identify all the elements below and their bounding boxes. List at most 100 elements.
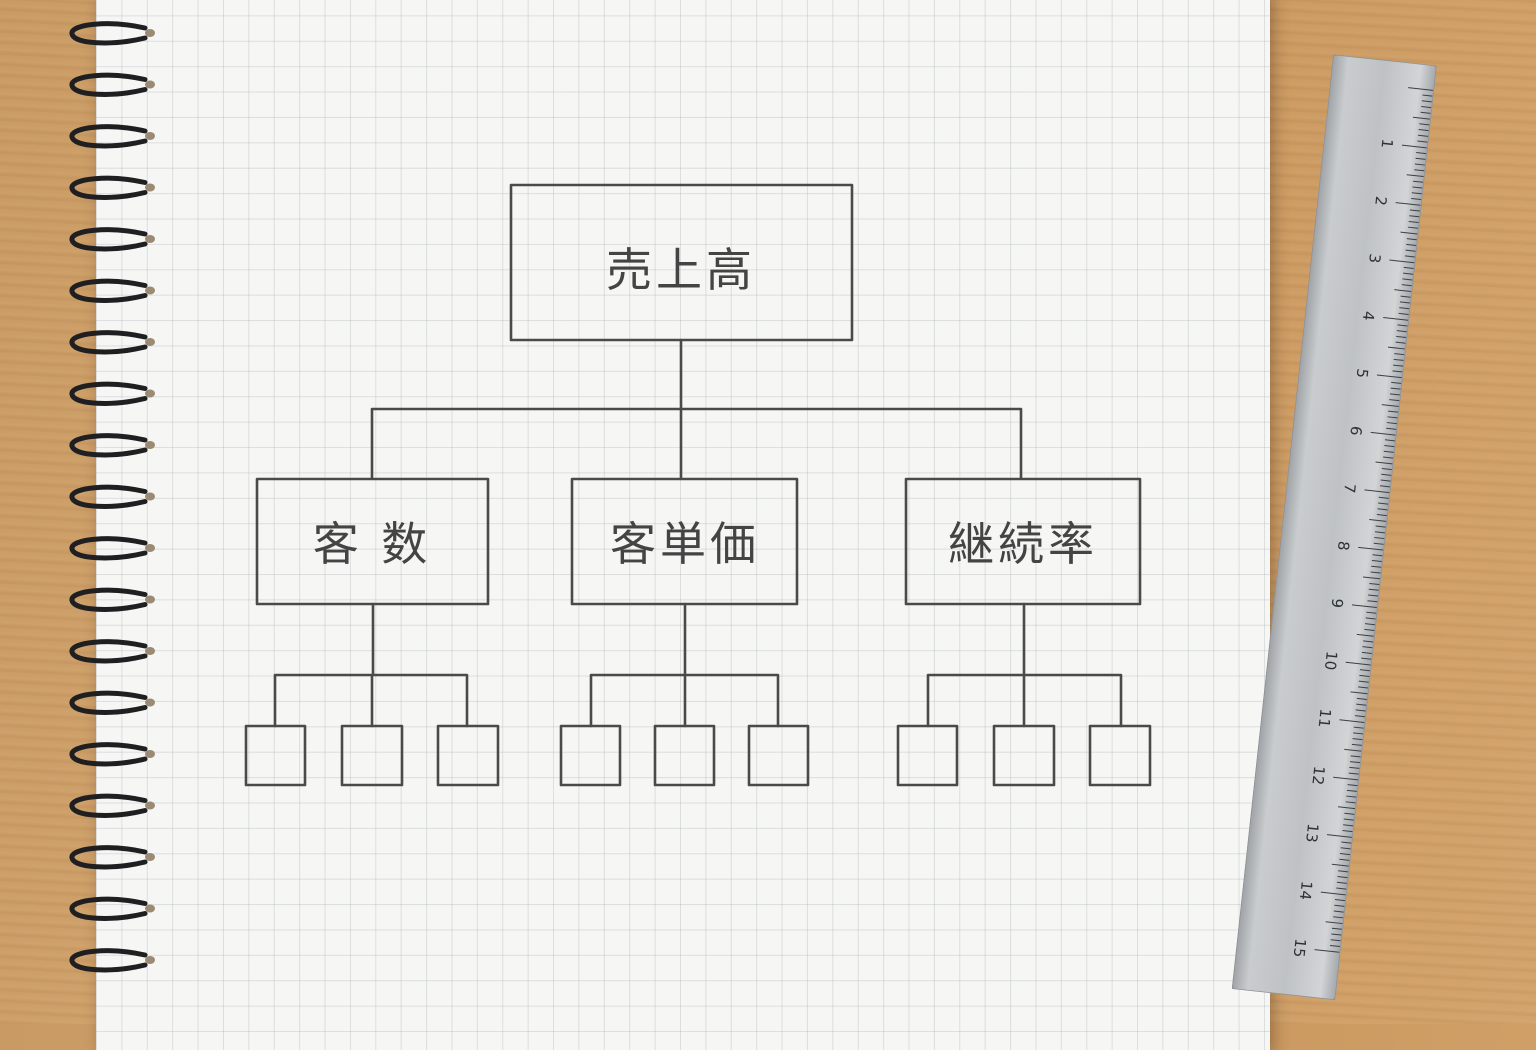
ruler-tick (1381, 473, 1392, 476)
ruler-number: 12 (1308, 765, 1328, 786)
ruler-tick (1376, 374, 1402, 379)
ruler-tick (1351, 743, 1362, 746)
ruler-tick (1397, 324, 1408, 327)
ruler-tick (1413, 180, 1424, 183)
ruler-tick (1422, 94, 1433, 97)
binding-hole (145, 956, 155, 964)
ruler-tick (1400, 231, 1418, 235)
ruler-tick (1409, 215, 1420, 218)
ruler-tick (1369, 582, 1380, 586)
ruler-tick (1387, 346, 1405, 350)
ruler-tick (1371, 565, 1382, 568)
spiral-coil (69, 690, 148, 715)
ruler-tick (1386, 427, 1397, 430)
binding-hole (145, 80, 155, 89)
ruler-tick (1374, 531, 1385, 534)
ruler-number: 1 (1378, 138, 1397, 149)
ruler-number: 2 (1371, 195, 1390, 206)
spiral-coil (69, 433, 148, 458)
leaf-node-box (896, 724, 959, 787)
binding-hole (145, 853, 155, 861)
ruler-tick (1333, 910, 1344, 913)
ruler-tick (1398, 312, 1409, 315)
binding-hole (145, 441, 155, 449)
ruler-tick (1378, 502, 1389, 505)
ruler-number: 8 (1334, 540, 1353, 551)
ruler-tick (1341, 841, 1352, 844)
spiral-coil (69, 72, 148, 97)
ruler-number: 9 (1328, 597, 1347, 608)
ruler-tick (1340, 847, 1351, 850)
spiral-coil (69, 845, 148, 870)
ruler-tick (1378, 496, 1389, 499)
ruler-tick (1359, 669, 1371, 672)
root-node-label: 売上高 (606, 243, 756, 297)
ruler-tick (1365, 617, 1376, 620)
ruler-tick (1334, 898, 1346, 902)
ruler-tick (1331, 863, 1349, 867)
ruler-tick (1412, 116, 1430, 120)
ruler-tick (1349, 766, 1360, 769)
ruler-tick (1355, 709, 1366, 712)
ruler-tick (1399, 307, 1410, 310)
ruler-tick (1370, 431, 1396, 436)
ruler-tick (1326, 834, 1352, 838)
leaf-node-box (747, 724, 810, 787)
ruler-tick (1421, 106, 1432, 109)
ruler-tick (1320, 891, 1346, 896)
ruler-tick (1333, 916, 1344, 919)
ruler-tick (1375, 461, 1393, 465)
binding-hole (145, 750, 155, 758)
ruler-tick (1401, 284, 1412, 287)
ruler-tick (1345, 661, 1371, 666)
ruler-tick (1411, 197, 1422, 201)
ruler-tick (1343, 824, 1354, 827)
ruler-tick (1396, 330, 1407, 333)
ruler-tick (1356, 633, 1374, 637)
ruler-tick (1368, 594, 1379, 597)
ruler-tick (1348, 772, 1359, 775)
spiral-coil (69, 587, 148, 612)
ruler-tick (1393, 364, 1404, 367)
spiral-coil (69, 639, 148, 664)
ruler-tick (1391, 381, 1402, 384)
ruler-tick (1383, 450, 1394, 453)
ruler-tick (1351, 604, 1377, 609)
spiral-coil (69, 948, 148, 973)
binding-hole (145, 132, 155, 140)
ruler-tick (1386, 422, 1397, 425)
ruler-tick (1344, 812, 1355, 815)
ruler-tick (1408, 220, 1419, 224)
ruler-tick (1350, 755, 1361, 758)
ruler-tick (1405, 249, 1416, 252)
ruler-tick (1358, 686, 1369, 689)
spiral-coil (69, 124, 148, 149)
ruler-tick (1379, 485, 1390, 488)
ruler-tick (1376, 514, 1387, 517)
ruler-tick (1336, 887, 1347, 890)
leaf-node-box (436, 724, 500, 787)
ruler-tick (1420, 111, 1431, 114)
ruler-tick (1350, 691, 1368, 695)
spiral-coil (69, 484, 148, 509)
spiral-coil (69, 175, 148, 200)
ruler-tick (1414, 169, 1425, 172)
ruler-tick (1336, 881, 1347, 884)
ruler-tick (1374, 536, 1385, 540)
spiral-coil (69, 330, 148, 355)
ruler-tick (1358, 546, 1384, 551)
ruler-tick (1416, 151, 1427, 155)
ruler-tick (1331, 933, 1342, 936)
ruler-tick (1399, 301, 1410, 304)
leaf-node-box (1088, 724, 1152, 787)
root-connector (370, 338, 1023, 480)
binding-hole (145, 286, 155, 295)
binding-hole (145, 389, 155, 398)
ruler-tick (1354, 715, 1366, 718)
unit-price-connector (589, 602, 780, 728)
ruler-tick (1366, 611, 1377, 614)
ruler-tick (1415, 157, 1426, 160)
spiral-coil (69, 742, 148, 767)
ruler-tick (1364, 489, 1390, 494)
ruler-tick (1377, 508, 1388, 511)
